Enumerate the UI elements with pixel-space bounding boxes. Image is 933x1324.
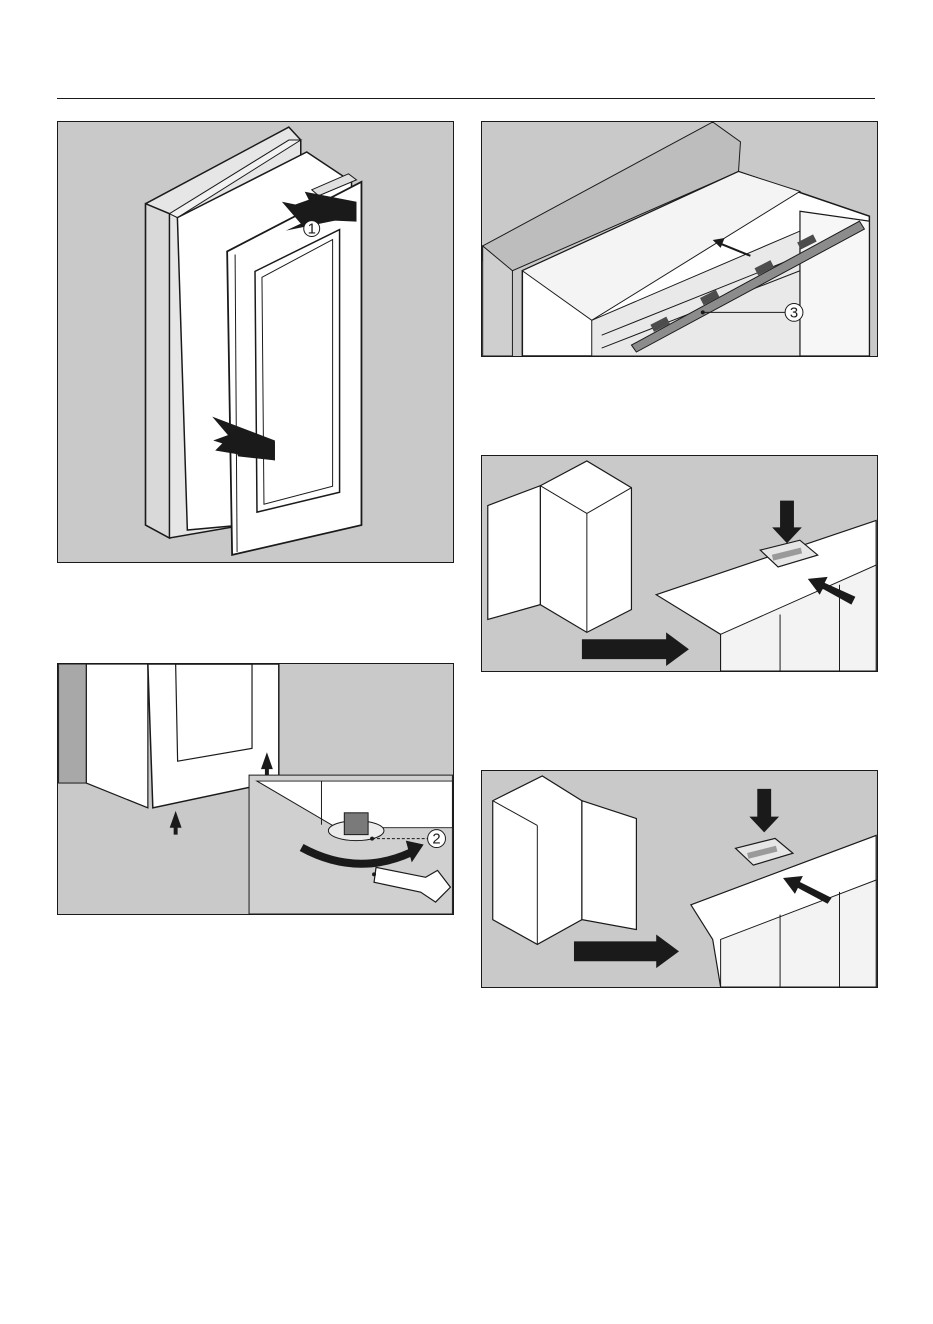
rail-fitting-illustration: 3 (482, 122, 877, 356)
hinge-left-clip-illustration (482, 456, 877, 671)
figure-rail-fitting: 3 (481, 121, 878, 357)
door-closing-illustration: 1 (58, 122, 453, 562)
callout-2: 2 (432, 832, 440, 848)
figure-door-closing: 1 (57, 121, 454, 563)
callout-3: 3 (790, 305, 798, 321)
callout-1: 1 (308, 221, 316, 238)
hinge-right-clip-illustration (482, 771, 877, 987)
figure-foot-adjust: 2 (57, 663, 454, 915)
foot-adjust-illustration: 2 (58, 664, 453, 914)
header-rule (57, 98, 875, 99)
figure-hinge-right-clip (481, 770, 878, 988)
figure-hinge-left-clip (481, 455, 878, 672)
